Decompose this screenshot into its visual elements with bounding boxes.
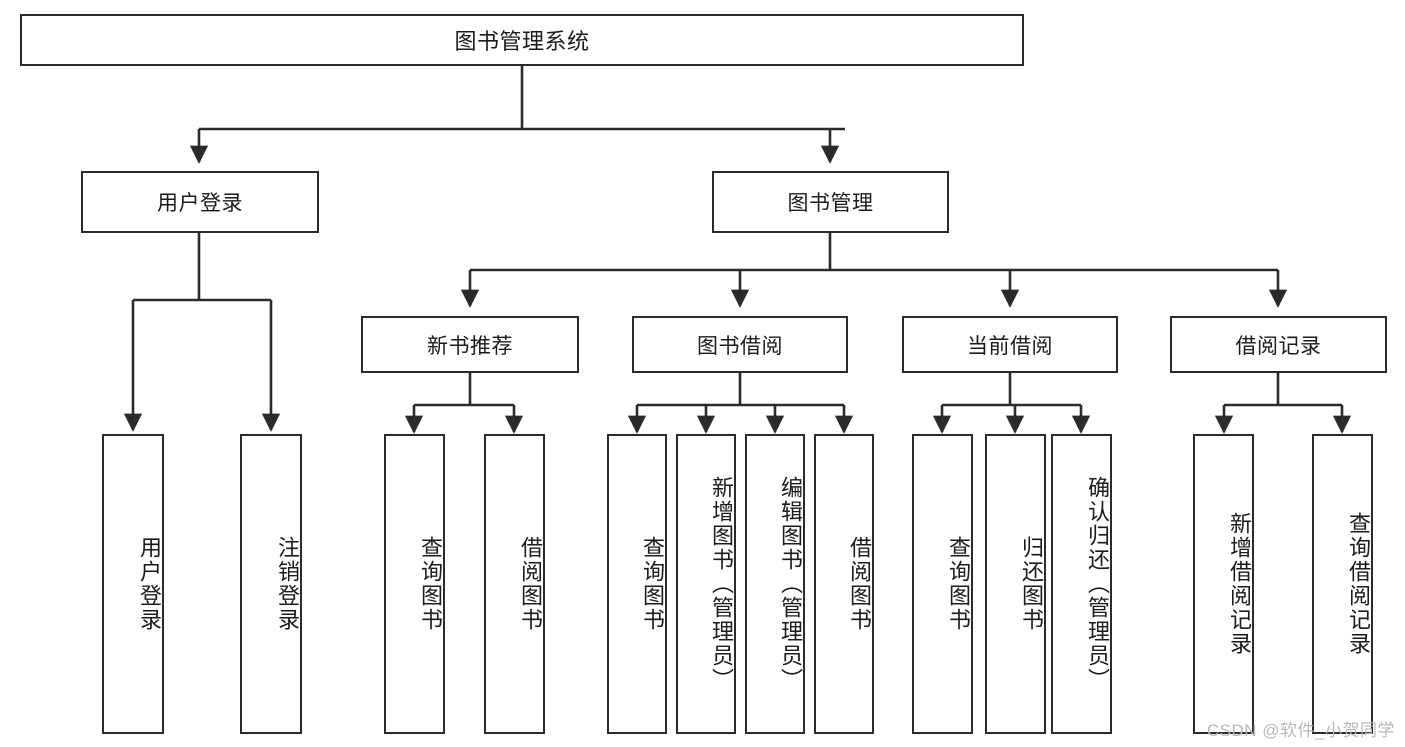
node-book-borrow[interactable]: 图书借阅 <box>632 316 848 373</box>
leaf-user-login[interactable]: 用户登录 <box>102 434 164 734</box>
node-label: 注销登录 <box>275 536 300 632</box>
leaf-new-book-query[interactable]: 查询图书 <box>384 434 445 734</box>
leaf-current-query-book[interactable]: 查询图书 <box>912 434 973 734</box>
leaf-new-book-borrow[interactable]: 借阅图书 <box>484 434 545 734</box>
node-root-system[interactable]: 图书管理系统 <box>20 14 1024 66</box>
node-label: 查询图书 <box>418 536 443 632</box>
node-label: 确认归还（管理员） <box>1085 476 1110 692</box>
node-label: 用户登录 <box>157 192 243 215</box>
leaf-borrow-book[interactable]: 借阅图书 <box>814 434 874 734</box>
leaf-edit-book-admin[interactable]: 编辑图书（管理员） <box>745 434 805 734</box>
leaf-add-book-admin[interactable]: 新增图书（管理员） <box>676 434 736 734</box>
node-label: 新增借阅记录 <box>1227 512 1252 656</box>
node-label: 编辑图书（管理员） <box>778 476 803 692</box>
node-borrow-record[interactable]: 借阅记录 <box>1170 316 1387 373</box>
leaf-confirm-return-admin[interactable]: 确认归还（管理员） <box>1051 434 1112 734</box>
leaf-logout[interactable]: 注销登录 <box>240 434 302 734</box>
node-user-login[interactable]: 用户登录 <box>81 171 319 233</box>
leaf-borrow-query-book[interactable]: 查询图书 <box>607 434 667 734</box>
node-label: 查询图书 <box>946 536 971 632</box>
node-label: 用户登录 <box>137 536 162 632</box>
leaf-return-book[interactable]: 归还图书 <box>985 434 1046 734</box>
node-label: 图书借阅 <box>697 334 783 358</box>
node-label: 新书推荐 <box>427 334 513 358</box>
node-label: 图书管理系统 <box>454 29 590 54</box>
node-label: 查询图书 <box>640 536 665 632</box>
node-label: 借阅图书 <box>518 536 543 632</box>
node-label: 当前借阅 <box>967 334 1053 358</box>
node-new-book-recommend[interactable]: 新书推荐 <box>361 316 579 373</box>
node-book-management[interactable]: 图书管理 <box>712 171 949 233</box>
node-label: 查询借阅记录 <box>1346 512 1371 656</box>
node-label: 新增图书（管理员） <box>709 476 734 692</box>
node-label: 借阅记录 <box>1235 334 1322 358</box>
node-current-borrow[interactable]: 当前借阅 <box>902 316 1118 373</box>
watermark-text: CSDN @软件_小贺同学 <box>1206 721 1395 740</box>
leaf-add-borrow-record[interactable]: 新增借阅记录 <box>1193 434 1254 734</box>
node-label: 归还图书 <box>1019 536 1044 632</box>
node-label: 借阅图书 <box>847 536 872 632</box>
leaf-query-borrow-record[interactable]: 查询借阅记录 <box>1312 434 1373 734</box>
node-label: 图书管理 <box>787 192 874 215</box>
